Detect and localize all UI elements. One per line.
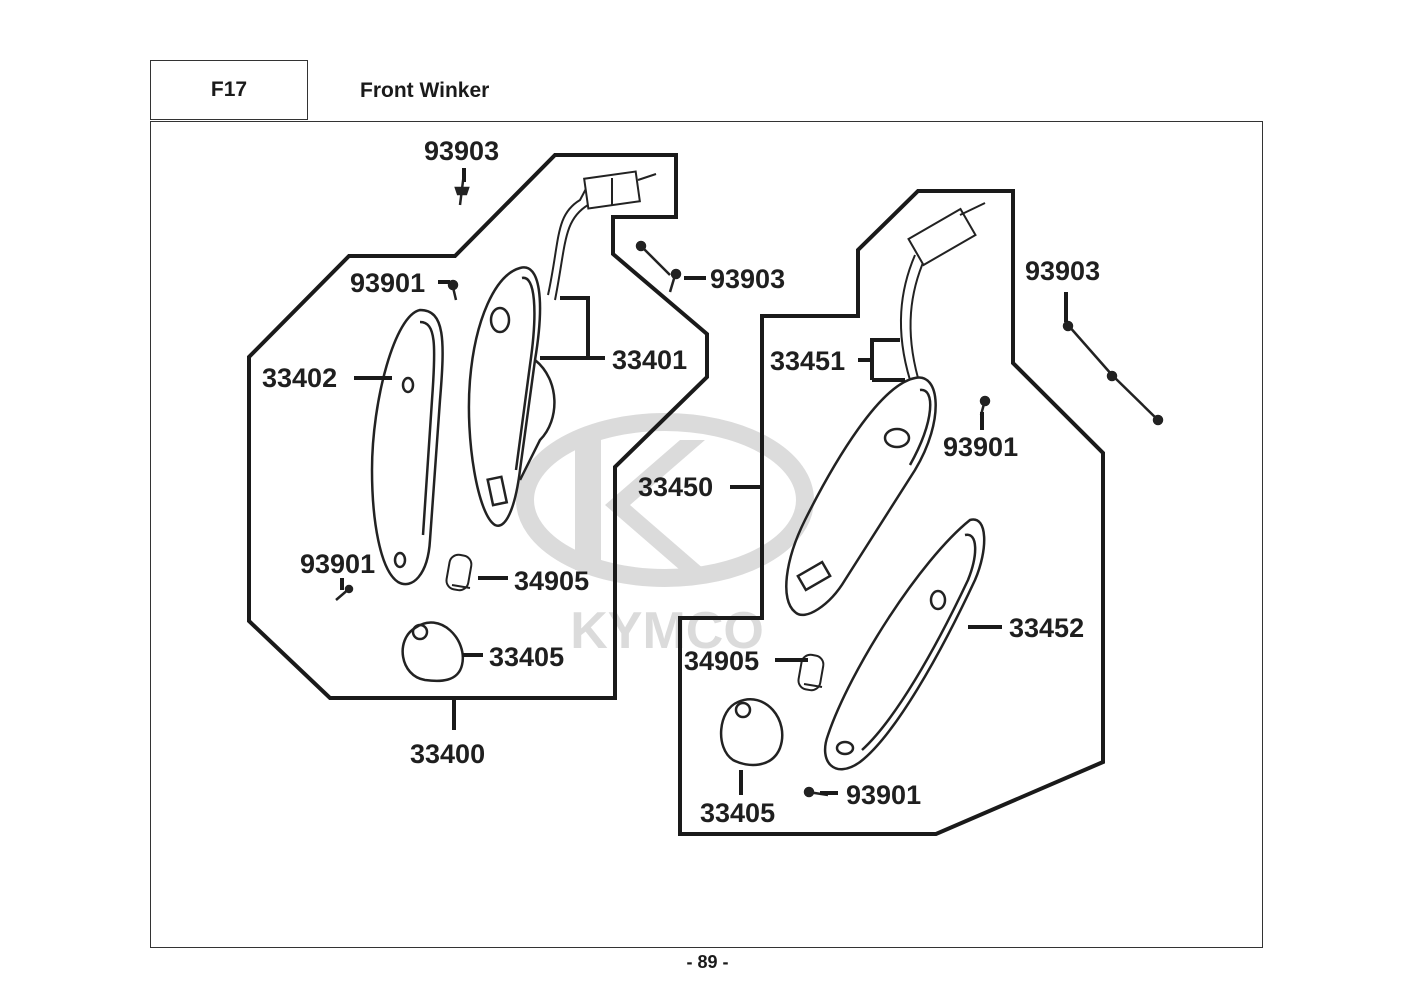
leader-lines bbox=[340, 168, 1068, 795]
left-connector-wire bbox=[547, 170, 657, 301]
right-group-outline bbox=[678, 189, 1105, 836]
right-lens-33452 bbox=[823, 518, 986, 771]
callout-label: 34905 bbox=[684, 646, 759, 676]
left-socket-33405 bbox=[401, 621, 465, 683]
watermark-text: KYMCO bbox=[570, 602, 764, 660]
callout-label: 93901 bbox=[943, 432, 1018, 462]
left-bulb-34905 bbox=[445, 553, 473, 592]
right-winker-body bbox=[785, 376, 937, 617]
callout-label: 33405 bbox=[700, 798, 775, 828]
right-bulb-34905 bbox=[797, 653, 825, 692]
page-number: - 89 - bbox=[686, 952, 729, 972]
section-title: Front Winker bbox=[360, 78, 490, 102]
callout-label: 33405 bbox=[489, 642, 564, 672]
left-winker-body bbox=[467, 266, 556, 527]
section-code: F17 bbox=[150, 60, 308, 120]
callout-label: 33400 bbox=[410, 739, 485, 769]
callout-label: 93901 bbox=[846, 780, 921, 810]
callout-label: 33401 bbox=[612, 345, 687, 375]
callout-label: 33402 bbox=[262, 363, 337, 393]
kymco-watermark: KYMCO bbox=[516, 413, 814, 660]
callout-label: 33452 bbox=[1009, 613, 1084, 643]
callout-label: 93903 bbox=[1025, 256, 1100, 286]
callout-label: 34905 bbox=[514, 566, 589, 596]
callout-label: 93901 bbox=[350, 268, 425, 298]
callout-label: 93903 bbox=[424, 136, 499, 166]
right-connector-wire bbox=[899, 202, 986, 381]
callout-label: 33450 bbox=[638, 472, 713, 502]
left-lens-33402 bbox=[370, 308, 444, 586]
diagram-frame bbox=[150, 121, 1263, 948]
callout-label: 33451 bbox=[770, 346, 845, 376]
callout-label: 93901 bbox=[300, 549, 375, 579]
screw-icon bbox=[335, 172, 682, 601]
callout-label: 93903 bbox=[710, 264, 785, 294]
left-group-outline bbox=[247, 153, 709, 700]
right-socket-33405 bbox=[719, 698, 784, 767]
